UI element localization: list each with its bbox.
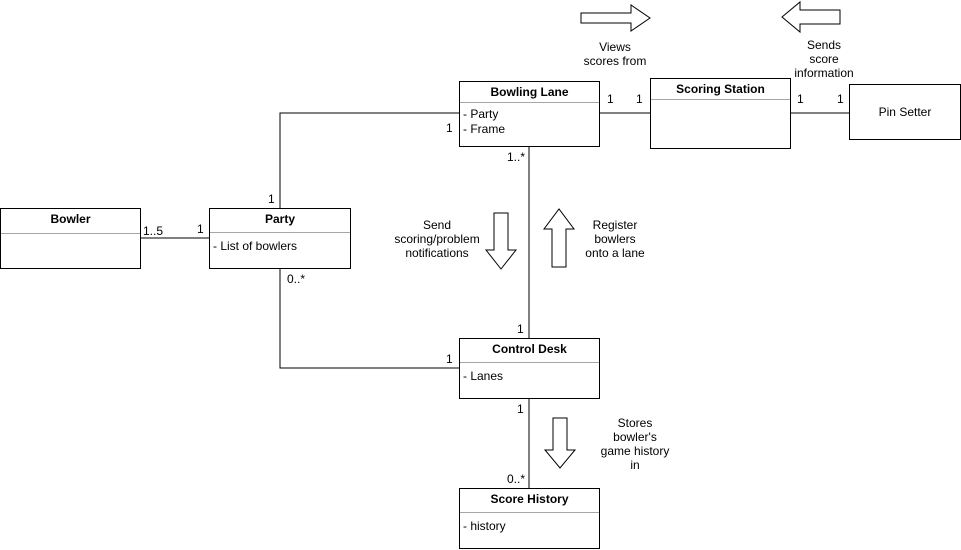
- note-register-bowlers: Register bowlers onto a lane: [585, 218, 645, 260]
- class-divider: [651, 99, 790, 100]
- note-send-notifications: Send scoring/problem notifications: [394, 218, 480, 260]
- up-arrow-icon: [543, 208, 575, 268]
- association-party-desk: [279, 268, 459, 369]
- class-title: Bowling Lane: [490, 85, 569, 99]
- down-arrow-icon: [484, 212, 518, 270]
- class-score-history: Score History - history: [459, 488, 600, 549]
- note-views-scores: Views scores from: [583, 40, 647, 68]
- multiplicity-label: 1: [446, 121, 453, 135]
- class-party: Party - List of bowlers: [209, 208, 351, 269]
- class-control-desk: Control Desk - Lanes: [459, 338, 600, 399]
- class-title: Scoring Station: [676, 82, 765, 96]
- multiplicity-label: 1: [517, 402, 524, 416]
- class-divider: [1, 233, 140, 234]
- pin-setter-box: Pin Setter: [849, 84, 961, 140]
- right-arrow-icon: [580, 4, 651, 32]
- pin-setter-label: Pin Setter: [878, 105, 932, 119]
- multiplicity-label: 1: [197, 222, 204, 236]
- class-attribute: - Party: [463, 107, 499, 121]
- multiplicity-label: 1: [446, 352, 453, 366]
- multiplicity-label: 1: [268, 192, 275, 206]
- multiplicity-label: 1: [607, 92, 614, 106]
- multiplicity-label: 0..*: [507, 472, 526, 486]
- class-title: Control Desk: [492, 342, 567, 356]
- multiplicity-label: 0..*: [287, 272, 306, 286]
- class-scoring-station: Scoring Station: [650, 78, 791, 149]
- class-attribute: - history: [463, 519, 506, 533]
- class-title: Party: [264, 212, 296, 226]
- class-divider: [460, 362, 599, 363]
- note-stores-history: Stores bowler's game history in: [600, 416, 670, 472]
- multiplicity-label: 1: [837, 92, 844, 106]
- multiplicity-label: 1: [517, 322, 524, 336]
- class-attribute: - List of bowlers: [213, 239, 298, 253]
- class-title: Bowler: [50, 212, 91, 226]
- class-bowling-lane: Bowling Lane - Party - Frame: [459, 81, 600, 147]
- association-party-lane: [279, 112, 459, 208]
- class-divider: [210, 232, 350, 233]
- note-sends-score-information: Sends score information: [794, 38, 854, 80]
- multiplicity-label: 1: [797, 92, 804, 106]
- class-divider: [460, 102, 599, 103]
- class-bowler: Bowler: [0, 208, 141, 269]
- multiplicity-label: 1..*: [507, 150, 526, 164]
- class-attribute: - Frame: [463, 122, 505, 136]
- class-divider: [460, 512, 599, 513]
- down-arrow-icon: [543, 417, 577, 469]
- class-attribute: - Lanes: [463, 369, 504, 383]
- left-arrow-icon: [781, 0, 841, 34]
- multiplicity-label: 1..5: [143, 224, 164, 238]
- multiplicity-label: 1: [636, 92, 643, 106]
- class-title: Score History: [490, 492, 569, 506]
